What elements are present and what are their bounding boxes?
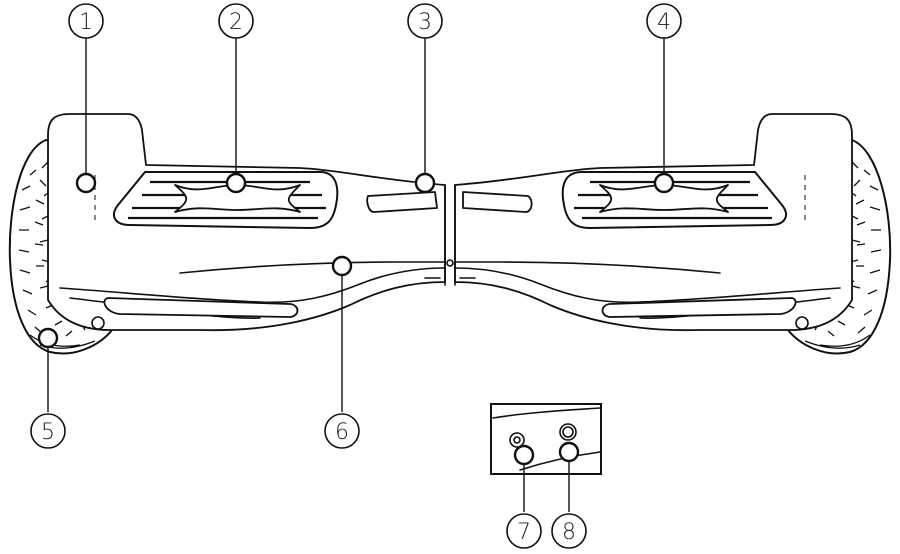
callout-7: 7 [507, 514, 541, 548]
callout-label-7: 7 [517, 520, 531, 545]
callout-3: 3 [408, 4, 442, 38]
callout-5: 5 [31, 414, 65, 448]
port-inset [491, 404, 601, 474]
callout-label-3: 3 [418, 10, 432, 35]
marker-8 [560, 443, 578, 461]
marker-7 [515, 446, 533, 464]
callout-8: 8 [552, 514, 586, 548]
callout-label-1: 1 [79, 10, 93, 35]
callout-label-8: 8 [562, 520, 576, 545]
marker-3 [416, 174, 434, 192]
callout-label-5: 5 [41, 420, 55, 445]
callout-label-2: 2 [229, 10, 243, 35]
callout-6: 6 [325, 414, 359, 448]
marker-5 [39, 329, 57, 347]
callout-4: 4 [647, 4, 681, 38]
right-foot-pad [563, 172, 786, 228]
marker-1 [77, 174, 95, 192]
callout-label-4: 4 [657, 10, 671, 35]
marker-4 [655, 174, 673, 192]
marker-6 [333, 257, 351, 275]
left-foot-pad [114, 172, 337, 228]
callout-2: 2 [219, 4, 253, 38]
callout-label-6: 6 [335, 420, 349, 445]
marker-2 [227, 174, 245, 192]
callout-1: 1 [69, 4, 103, 38]
